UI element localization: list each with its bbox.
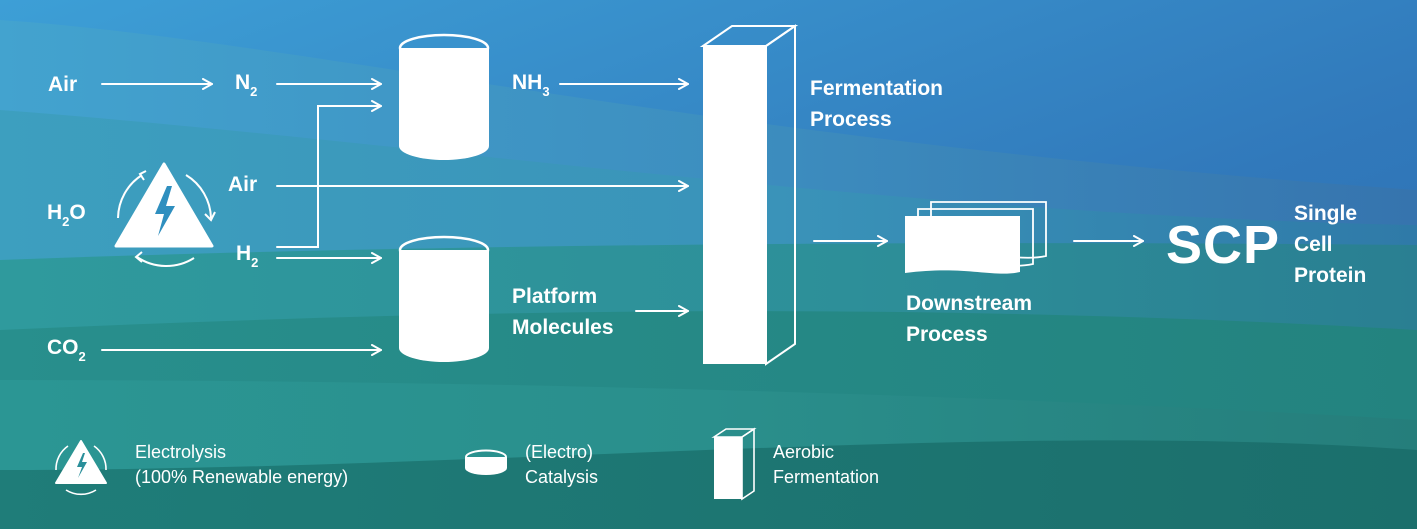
co2-label: CO2 <box>47 336 86 364</box>
arrow-h2-to-n2-reactor <box>276 100 382 248</box>
legend-catalysis-icon <box>465 449 507 475</box>
nh3-label: NH3 <box>512 71 550 99</box>
fermentation-column-icon <box>699 24 799 366</box>
air-from-electrolysis-label: Air <box>228 173 258 196</box>
legend-catalysis-label: (Electro)Catalysis <box>525 442 599 487</box>
n2-label: N2 <box>235 71 258 99</box>
downstream-stacked-sheets-icon <box>905 201 1047 274</box>
air-input-label: Air <box>48 73 78 96</box>
legend-fermentation-icon <box>711 427 757 501</box>
ammonia-catalysis-reactor-icon <box>398 33 490 160</box>
legend-electrolysis-icon <box>55 440 107 496</box>
platform-molecules-reactor-icon <box>398 235 490 362</box>
h2-label: H2 <box>236 242 259 270</box>
h2o-label: H2O <box>47 201 86 229</box>
electrolysis-lightning-cycle-icon <box>114 162 216 267</box>
scp-acronym: SCP <box>1166 215 1281 275</box>
legend-electrolysis-label: Electrolysis(100% Renewable energy) <box>135 442 349 487</box>
